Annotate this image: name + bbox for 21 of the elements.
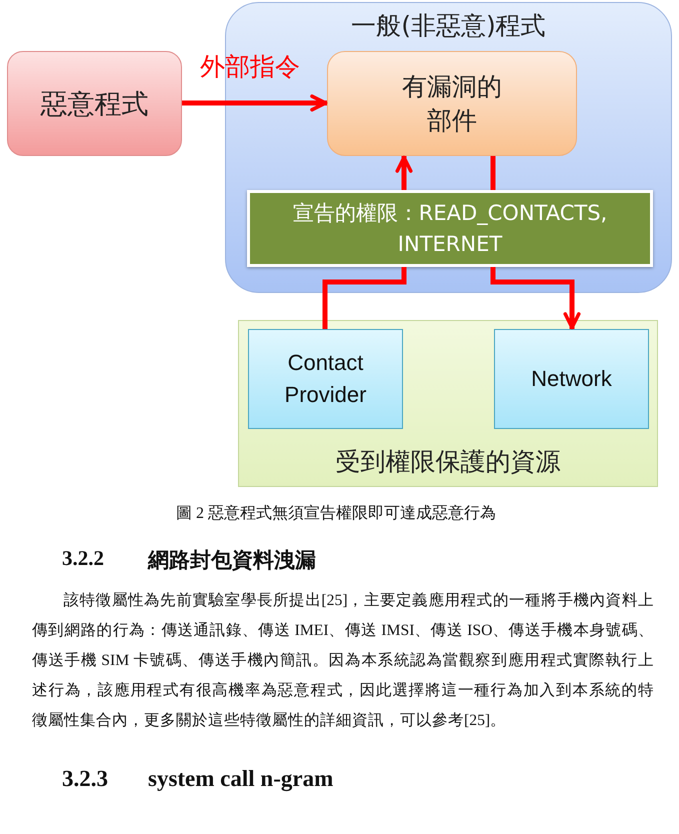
connector-line <box>322 267 406 329</box>
permission-banner: 宣告的權限：READ_CONTACTS, INTERNET <box>247 190 653 267</box>
arrow <box>395 156 413 190</box>
arrow <box>182 94 328 112</box>
program-panel <box>225 2 672 293</box>
process-box: 惡意程式 <box>7 51 182 156</box>
arrow <box>490 267 581 330</box>
connector-line <box>490 156 496 190</box>
figure-caption: 圖 2 惡意程式無須宣告權限即可達成惡意行為 <box>176 504 496 524</box>
resource-box: Network <box>494 329 649 429</box>
section-number: 3.2.2 <box>62 546 104 571</box>
panel-title: 一般(非惡意)程式 <box>351 10 546 42</box>
section-heading: 網路封包資料洩漏 <box>148 547 316 574</box>
resource-box: Contact Provider <box>248 329 403 429</box>
section-heading: system call n-gram <box>148 766 334 792</box>
section-number: 3.2.3 <box>62 766 108 792</box>
component-box: 有漏洞的部件 <box>327 51 577 156</box>
resource-panel <box>238 320 658 487</box>
edge-label: 外部指令 <box>200 51 300 83</box>
panel-title: 受到權限保護的資源 <box>336 446 560 478</box>
body-paragraph: 該特徵屬性為先前實驗室學長所提出[25]，主要定義應用程式的一種將手機內資料上傳到網路的行為：傳送通訊錄、傳送 IMEI、傳送 IMSI、傳送 ISO、傳送手機本身號碼、傳送手機 SIM 卡號碼、傳送手機內簡訊。因為本系統認為當觀察到應用程式實際執行上述行為，該應用程式有很高機率為惡意程式，因此選擇將這一種行為加入到本系統的特徵屬性集合內，更多關於這些特徵屬性的詳細資訊，可以參考[25]。 <box>32 590 654 731</box>
